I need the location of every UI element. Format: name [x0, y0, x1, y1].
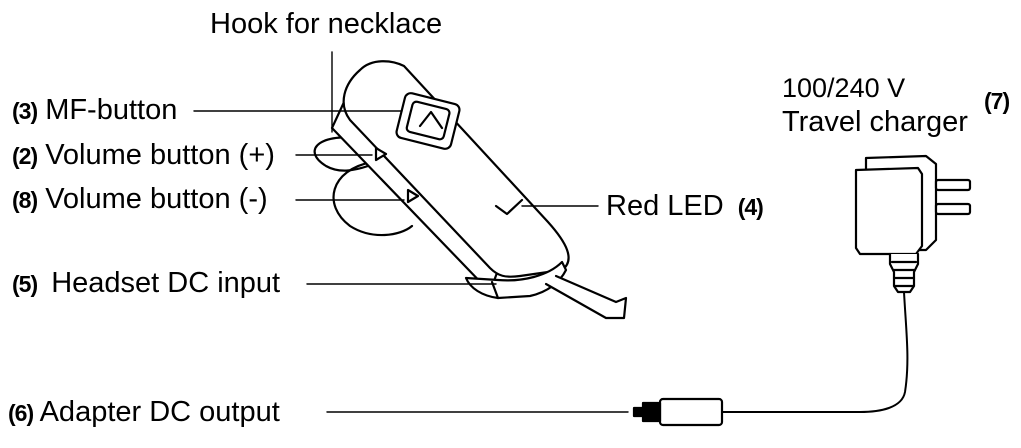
volume-down-number: (8): [12, 187, 38, 213]
charger-number: (7): [984, 88, 1010, 114]
mf-button-text: MF-button: [45, 94, 178, 126]
led-text: Red LED: [606, 190, 724, 222]
dc-output-number: (6): [8, 400, 34, 426]
dc-input-label: (5) Headset DC input: [12, 267, 280, 300]
leader-lines: [193, 51, 629, 413]
dc-input-text: Headset DC input: [51, 267, 281, 299]
volume-up-label: (2) Volume button (+): [12, 139, 275, 172]
volume-up-text: Volume button (+): [45, 139, 275, 171]
dc-output-text: Adapter DC output: [39, 396, 280, 428]
led-label: Red LED (4): [606, 190, 764, 223]
voltage-label: 100/240 V: [782, 73, 906, 103]
dc-output-label: (6) Adapter DC output: [8, 396, 280, 429]
dc-input-number: (5): [12, 271, 38, 297]
ear-hook: [313, 136, 414, 237]
dc-plug: [632, 397, 724, 427]
travel-charger: [721, 154, 972, 413]
charger-number-label: (7): [984, 84, 1010, 117]
mf-button-label: (3) MF-button: [12, 94, 177, 127]
volume-down-label: (8) Volume button (-): [12, 183, 268, 216]
volume-up-number: (2): [12, 143, 38, 169]
mf-button-number: (3): [12, 98, 38, 124]
volume-down-text: Volume button (-): [45, 183, 268, 215]
charger-label: Travel charger: [782, 106, 968, 138]
hook-label: Hook for necklace: [210, 8, 443, 40]
led-number: (4): [737, 194, 764, 220]
headset-body: [330, 60, 628, 320]
